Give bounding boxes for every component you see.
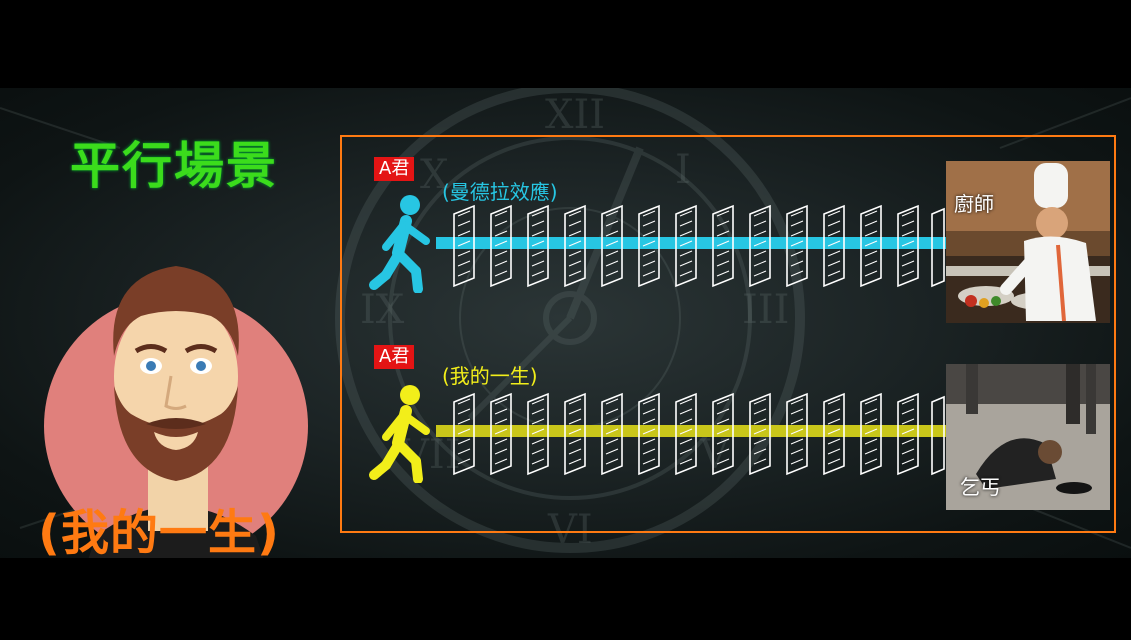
svg-text:XII: XII xyxy=(545,92,605,138)
timeline-track-1 xyxy=(436,204,948,288)
chef-photo xyxy=(946,161,1110,323)
timeline-track-2 xyxy=(436,392,948,476)
chef-caption: 廚師 xyxy=(954,192,994,216)
slide-subtitle: (我的一生) xyxy=(38,505,280,558)
scenario-label: (曼德拉效應) xyxy=(442,180,558,204)
svg-text:IX: IX xyxy=(360,287,405,333)
clock-background: XII III VI IX I X V VII xyxy=(0,88,1131,553)
svg-text:III: III xyxy=(742,287,789,333)
slide-title: 平行場景 xyxy=(70,137,278,195)
svg-text:VI: VI xyxy=(547,507,593,553)
person-tag: A君 xyxy=(374,157,415,181)
bearded-man-avatar xyxy=(44,266,308,558)
svg-text:X: X xyxy=(420,152,449,198)
beggar-caption: 乞丐 xyxy=(960,475,1000,499)
slide-stage: XII III VI IX I X V VII 平行場景 xyxy=(0,88,1131,558)
parallel-scenario-panel xyxy=(340,135,1116,533)
walking-person-icon xyxy=(369,195,430,293)
scenario-label: (我的一生) xyxy=(442,364,538,388)
svg-text:I: I xyxy=(675,147,691,193)
walking-person-icon xyxy=(369,385,430,483)
letterbox-bottom xyxy=(0,558,1131,640)
person-tag: A君 xyxy=(374,345,415,369)
beggar-photo xyxy=(946,364,1110,510)
letterbox-top xyxy=(0,0,1131,88)
svg-text:V: V xyxy=(699,432,730,478)
